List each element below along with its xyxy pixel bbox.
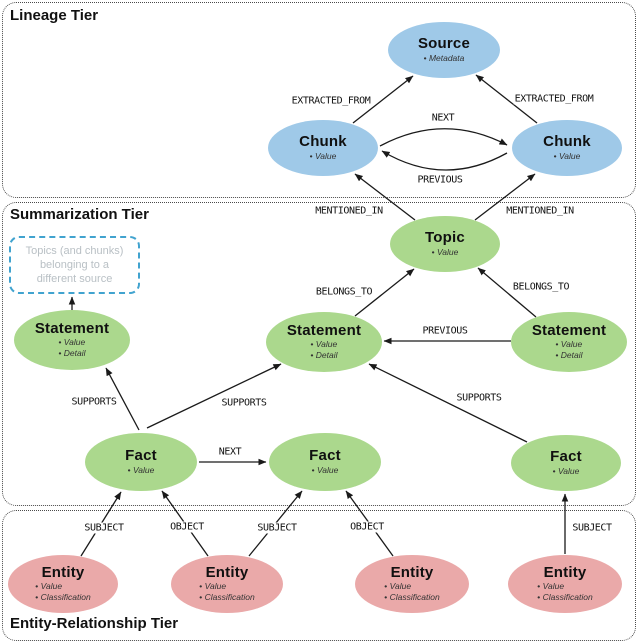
node-statement-right: Statement• Value• Detail [511,312,627,372]
node-title: Topic [425,229,465,247]
node-fact-left: Fact• Value [85,433,197,491]
node-properties: • Value• Detail [555,339,582,361]
node-entity-3: Entity• Value• Classification [355,555,469,613]
edge-label-entity4-subject-factR: SUBJECT [571,522,613,534]
node-properties: • Value [554,151,581,162]
node-property: • Value [537,581,565,592]
edge-label-chunkL-extracted-from-source: EXTRACTED_FROM [290,95,372,107]
node-property: • Classification [199,592,255,603]
node-title: Entity [543,563,587,581]
node-property: • Value [311,464,339,475]
summarization-tier-box [2,202,636,506]
node-title: Entity [205,563,249,581]
node-property: • Detail [58,348,86,359]
node-statement-left: Statement• Value• Detail [14,310,130,370]
lineage-tier-box [2,2,636,198]
note-box-other-source: Topics (and chunks)belonging to a differe… [9,236,140,294]
summarization-tier-label: Summarization Tier [10,206,149,223]
node-title: Statement [34,319,110,337]
node-property: • Value [384,581,412,592]
node-title: Statement [286,321,362,339]
node-properties: • Metadata [424,53,465,64]
node-property: • Value [199,581,227,592]
node-title: Source [417,35,471,53]
edge-label-factL-supports-stmtL: SUPPORTS [70,396,118,408]
node-property: • Detail [555,350,583,361]
edge-label-chunkR-previous-chunkL: PREVIOUS [416,174,464,186]
edge-label-factL-next-factM: NEXT [217,446,243,458]
node-fact-mid: Fact• Value [269,433,381,491]
edge-label-chunkR-extracted-from-source: EXTRACTED_FROM [513,93,595,105]
node-property: • Value [552,465,580,476]
edge-label-factL-supports-stmtM: SUPPORTS [220,397,268,409]
entity-relationship-tier-label: Entity-Relationship Tier [10,615,179,632]
node-title: Statement [531,321,607,339]
node-title: Fact [550,448,582,466]
node-property: • Value [309,150,337,161]
node-fact-right: Fact• Value [511,435,621,491]
node-property: • Classification [384,592,440,603]
node-property: • Value [310,339,338,350]
edge-label-factR-supports-stmtM: SUPPORTS [455,392,503,404]
lineage-tier-label: Lineage Tier [10,7,99,24]
node-properties: • Value• Classification [537,581,592,603]
node-property: • Detail [310,350,338,361]
node-properties: • Value• Classification [384,581,439,603]
node-topic: Topic• Value [390,216,500,272]
edge-label-entity2-object-factL: OBJECT [169,521,205,533]
node-properties: • Value [312,465,339,476]
note-line: belonging to a [39,258,110,271]
node-title: Entity [41,563,85,581]
node-properties: • Value [432,247,459,258]
node-property: • Value [553,150,581,161]
node-property: • Value [555,339,583,350]
node-title: Fact [125,447,157,465]
node-properties: • Value [310,151,337,162]
node-property: • Metadata [423,52,465,63]
node-statement-mid: Statement• Value• Detail [266,312,382,372]
edge-label-topic-mentioned-in-chunkL: MENTIONED_IN [314,205,384,217]
node-property: • Classification [35,592,91,603]
node-entity-4: Entity• Value• Classification [508,555,622,613]
node-chunk-left: Chunk• Value [268,120,378,176]
node-property: • Value [58,337,86,348]
node-properties: • Value• Classification [199,581,254,603]
edge-label-stmtM-belongs-to-topic: BELONGS_TO [314,286,374,298]
node-chunk-right: Chunk• Value [512,120,622,176]
note-line: different source [36,273,113,286]
node-source: Source• Metadata [388,22,500,78]
edge-label-stmtR-previous-stmtM: PREVIOUS [421,325,469,337]
node-properties: • Value [128,465,155,476]
edge-label-entity1-subject-factL: SUBJECT [83,522,125,534]
node-entity-2: Entity• Value• Classification [171,555,283,613]
edge-label-entity3-object-factM: OBJECT [349,521,385,533]
node-property: • Value [35,581,63,592]
edge-label-entity2-subject-factM: SUBJECT [256,522,298,534]
node-property: • Classification [537,592,593,603]
entity-relationship-tier-box [2,510,636,641]
node-title: Entity [390,563,434,581]
node-property: • Value [431,246,459,257]
node-properties: • Value• Detail [58,337,85,359]
note-line: Topics (and chunks) [25,244,124,257]
node-properties: • Value• Classification [35,581,90,603]
node-properties: • Value [553,466,580,477]
node-title: Fact [309,447,341,465]
edge-label-stmtR-belongs-to-topic: BELONGS_TO [511,281,571,293]
node-property: • Value [127,464,155,475]
node-properties: • Value• Detail [310,339,337,361]
node-entity-1: Entity• Value• Classification [8,555,118,613]
node-title: Chunk [543,133,591,151]
edge-label-topic-mentioned-in-chunkR: MENTIONED_IN [505,205,575,217]
node-title: Chunk [299,133,347,151]
edge-label-chunkL-next-chunkR: NEXT [430,112,456,124]
